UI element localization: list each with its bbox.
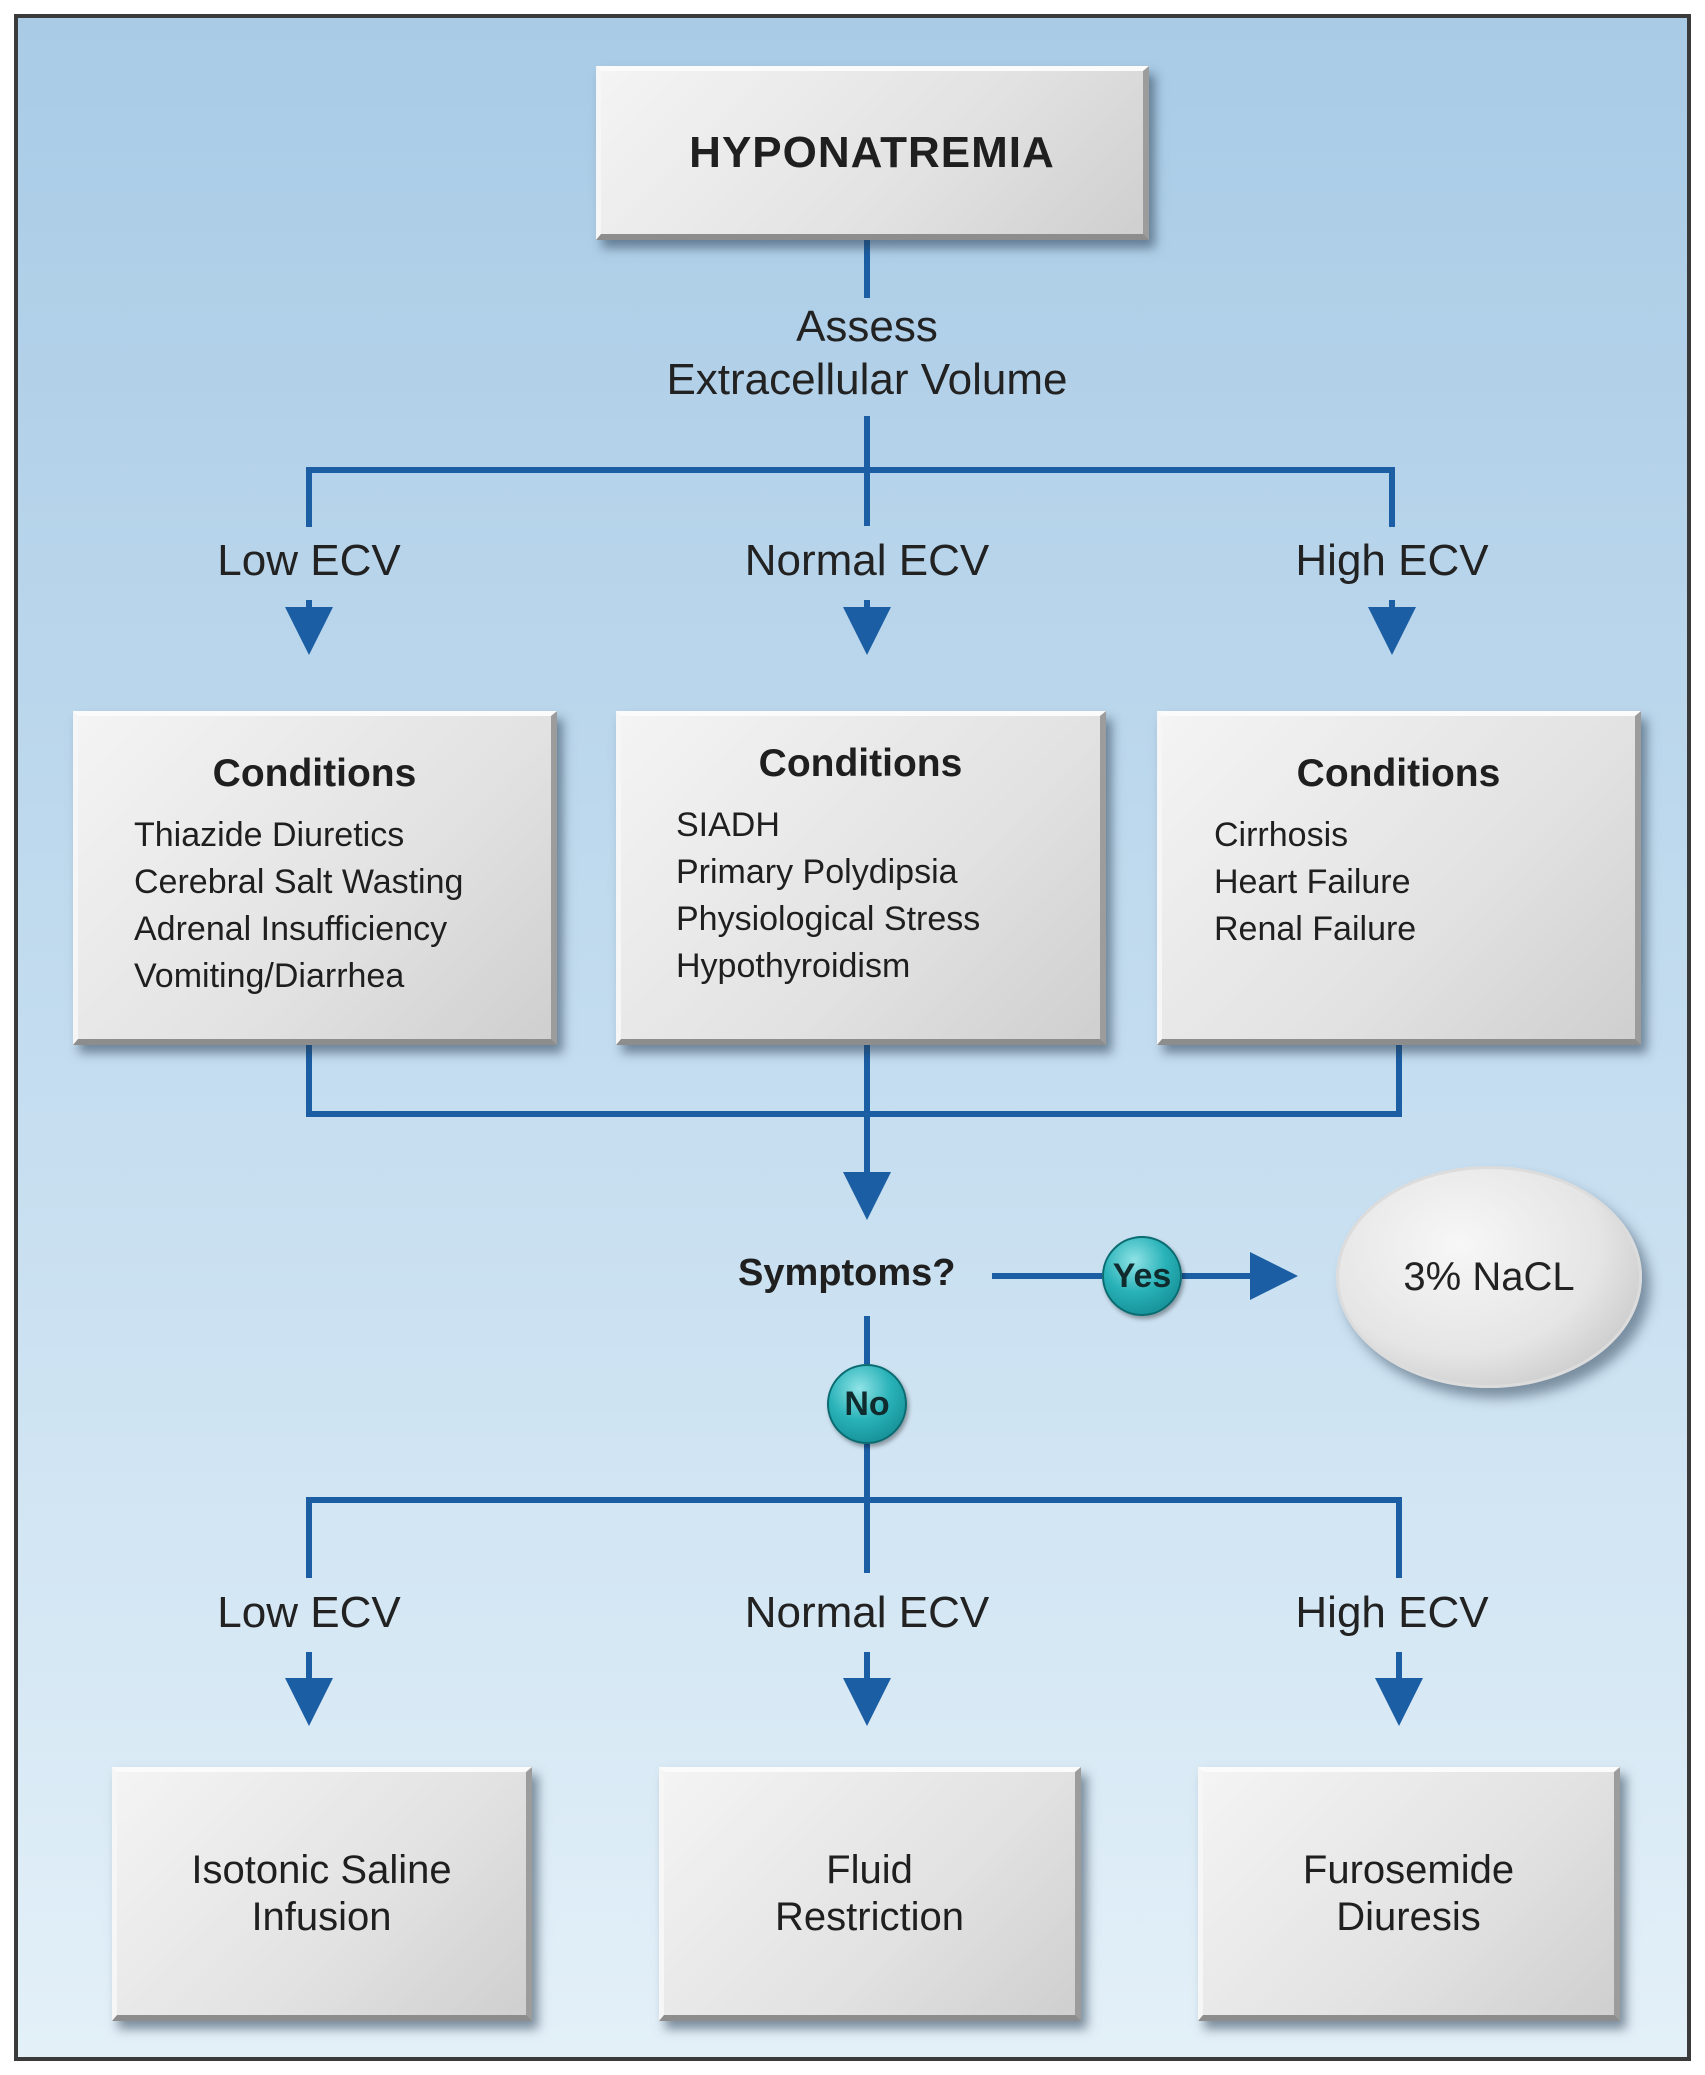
assess-line-1: Assess [796, 302, 938, 351]
treatment-text: Furosemide Diuresis [1302, 1847, 1515, 1939]
merge-line [306, 1045, 1402, 1117]
conditions-heading: Conditions [1296, 752, 1501, 795]
conditions-box-high-ecv: Conditions Cirrhosis Heart Failure Renal… [1157, 711, 1641, 1045]
ecv-label-high-bottom: High ECV [1295, 1588, 1489, 1637]
ecv-label-normal: Normal ECV [744, 536, 990, 585]
treatment-text: Fluid Restriction [775, 1847, 964, 1939]
condition-item: Physiological Stress [676, 900, 981, 938]
diagram-title: HYPONATREMIA [689, 127, 1055, 177]
connector-lines [285, 240, 1423, 1726]
condition-item: Cirrhosis [1214, 816, 1349, 854]
assess-label: Assess Extracellular Volume [567, 300, 1167, 406]
hyponatremia-box: HYPONATREMIA [596, 66, 1149, 240]
conditions-heading: Conditions [212, 752, 417, 795]
treatment-box-high-ecv: Furosemide Diuresis [1198, 1767, 1620, 2021]
flowchart: HYPONATREMIA Assess Extracellular Volume… [14, 14, 1691, 2061]
conditions-list: Thiazide Diuretics Cerebral Salt Wasting… [78, 812, 551, 1000]
bottom-branch-line [306, 1497, 1402, 1578]
ecv-label-low: Low ECV [217, 536, 401, 585]
ecv-label-low-bottom: Low ECV [217, 1588, 401, 1637]
ecv-label-high: High ECV [1295, 536, 1489, 585]
condition-item: Vomiting/Diarrhea [134, 957, 405, 995]
conditions-heading: Conditions [758, 742, 963, 785]
condition-item: Heart Failure [1214, 863, 1411, 901]
symptoms-decision-label: Symptoms? [738, 1252, 956, 1294]
assess-line-2: Extracellular Volume [666, 355, 1068, 404]
no-badge: No [827, 1364, 907, 1444]
condition-item: SIADH [676, 806, 780, 844]
top-branch-line [306, 467, 1395, 527]
condition-item: Cerebral Salt Wasting [134, 863, 464, 901]
treatment-box-normal-ecv: Fluid Restriction [659, 1767, 1081, 2021]
yes-badge: Yes [1102, 1236, 1182, 1316]
conditions-box-low-ecv: Conditions Thiazide Diuretics Cerebral S… [73, 711, 557, 1045]
conditions-list: SIADH Primary Polydipsia Physiological S… [621, 802, 1100, 990]
condition-item: Thiazide Diuretics [134, 816, 405, 854]
ecv-label-normal-bottom: Normal ECV [744, 1588, 990, 1637]
condition-item: Hypothyroidism [676, 947, 911, 985]
condition-item: Renal Failure [1214, 910, 1417, 948]
conditions-list: Cirrhosis Heart Failure Renal Failure [1162, 812, 1635, 953]
conditions-box-normal-ecv: Conditions SIADH Primary Polydipsia Phys… [616, 711, 1106, 1045]
treatment-box-low-ecv: Isotonic Saline Infusion [112, 1767, 532, 2021]
condition-item: Primary Polydipsia [676, 853, 958, 891]
treatment-text: Isotonic Saline Infusion [191, 1847, 452, 1939]
hypertonic-saline-oval: 3% NaCL [1336, 1166, 1642, 1388]
condition-item: Adrenal Insufficiency [134, 910, 448, 948]
